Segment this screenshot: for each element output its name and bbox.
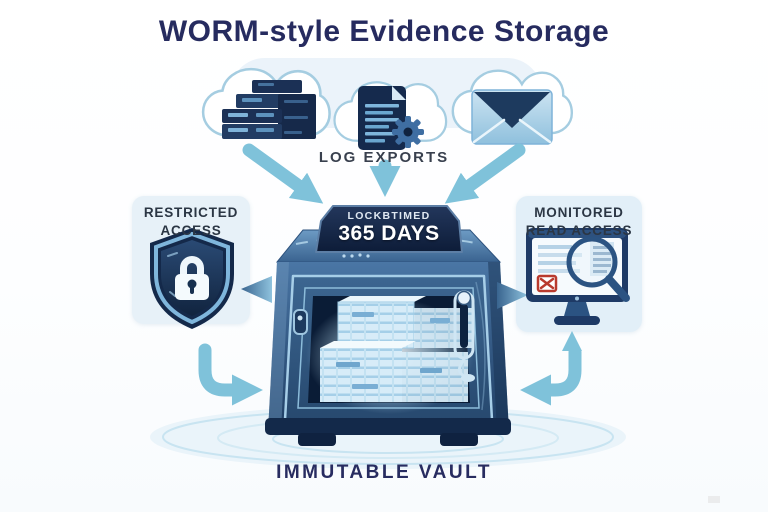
monitored-access-label: MONITORED READ ACCESS xyxy=(516,204,642,239)
document-gear-icon xyxy=(358,86,424,150)
monitored-access-line1: MONITORED xyxy=(534,205,624,220)
vault-graphic xyxy=(241,205,528,446)
evidence-stacks xyxy=(320,296,472,402)
restricted-access-label: RESTRICTED ACCESS xyxy=(132,204,250,239)
arrow-vault-to-monitor xyxy=(520,345,582,406)
monitored-access-line2: READ ACCESS xyxy=(525,222,633,238)
corner-mark xyxy=(708,496,720,503)
access-arrows xyxy=(198,343,582,406)
export-arrows xyxy=(242,143,526,204)
arrow-left-down xyxy=(242,143,324,204)
denied-checkbox-icon xyxy=(536,274,558,293)
arrow-up-to-monitor xyxy=(562,331,582,351)
vault-badge-label: LOCKBTIMED xyxy=(347,210,431,222)
right-spike xyxy=(497,282,528,309)
restricted-access-line1: RESTRICTED xyxy=(143,205,239,220)
envelope-icon xyxy=(471,89,553,145)
left-spike xyxy=(241,276,272,303)
vault-badge-days: 365 DAYS xyxy=(338,222,440,245)
restricted-access-line2: ACCESS xyxy=(160,222,222,238)
vault-indicator-dots xyxy=(342,253,370,258)
arrow-right-down xyxy=(444,143,526,204)
immutable-vault-caption: IMMUTABLE VAULT xyxy=(276,462,492,483)
log-exports-caption: LOG EXPORTS xyxy=(318,149,450,166)
shield-lock-icon xyxy=(150,228,234,329)
vault-hinge-icon xyxy=(293,309,308,335)
page-title: WORM-style Evidence Storage xyxy=(158,15,610,48)
magnifier-icon xyxy=(566,236,630,302)
vault-handle-icon xyxy=(453,290,475,382)
arrow-restricted-to-vault xyxy=(198,343,263,406)
server-rack-icon xyxy=(222,80,316,139)
lock-timer-badge xyxy=(315,205,463,253)
monitor-magnifier-icon xyxy=(526,228,630,325)
